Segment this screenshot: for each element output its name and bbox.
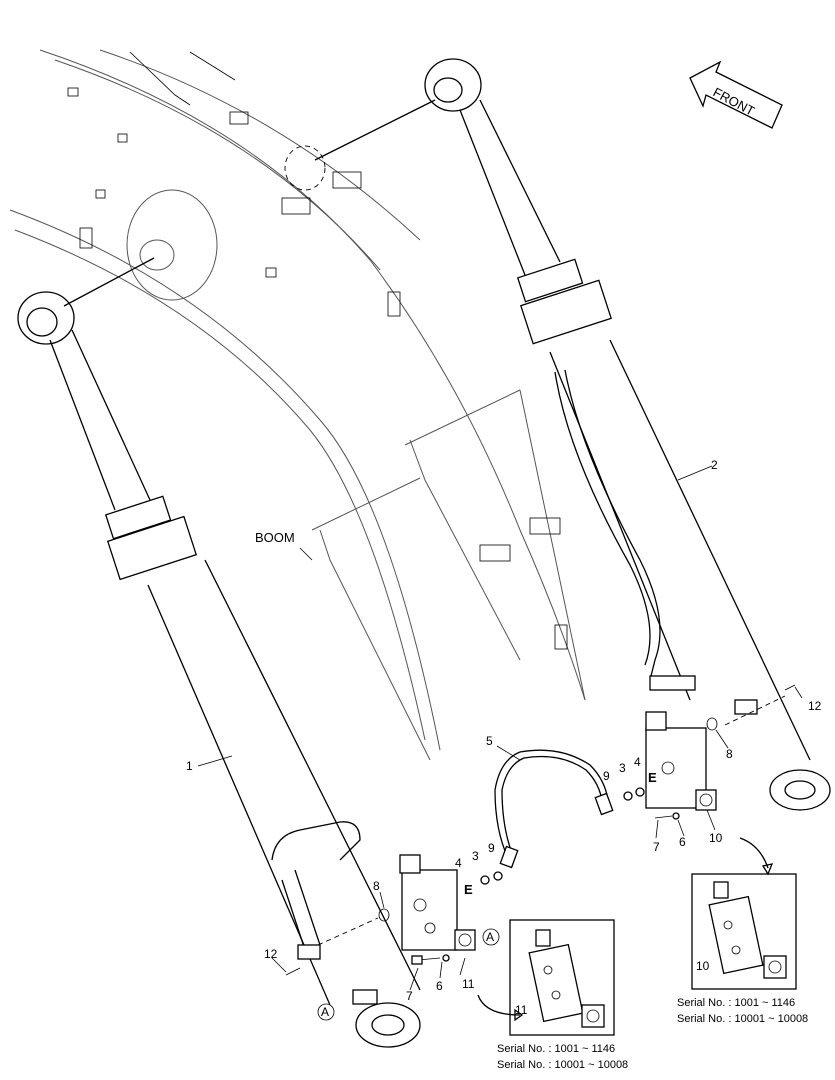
serial-left-line1: Serial No. : 1001 ~ 1146 — [497, 1043, 615, 1055]
detail-box-10 — [691, 837, 797, 990]
callout-11-left: 11 — [462, 977, 475, 991]
callout-4-left: 4 — [455, 856, 462, 870]
callout-8-left: 8 — [373, 879, 380, 893]
boom-structure — [9, 49, 586, 761]
callout-8-right: 8 — [726, 747, 733, 761]
leader-lines — [197, 465, 803, 991]
cylinder-1 — [17, 257, 421, 1048]
valve-block-left — [285, 854, 503, 976]
callout-2: 2 — [711, 458, 718, 472]
callout-11-box: 11 — [515, 1003, 528, 1017]
callout-9-left: 9 — [488, 841, 495, 855]
callout-4-right: 4 — [634, 755, 641, 769]
callout-6-left: 6 — [436, 979, 443, 993]
callout-7-right: 7 — [653, 840, 660, 854]
detail-e-right: E — [648, 770, 657, 785]
callout-7-left: 7 — [406, 989, 413, 1003]
detail-box-11 — [477, 919, 615, 1036]
callout-1: 1 — [186, 759, 193, 773]
callout-3-right: 3 — [619, 761, 626, 775]
detail-a-lower: A — [321, 1005, 329, 1019]
boom-label: BOOM — [255, 530, 295, 545]
callout-6-right: 6 — [679, 835, 686, 849]
hose-5 — [494, 749, 614, 869]
callout-5: 5 — [486, 734, 493, 748]
callout-3-left: 3 — [472, 849, 479, 863]
callout-12-right: 12 — [808, 699, 822, 713]
serial-left-line2: Serial No. : 10001 ~ 10008 — [497, 1059, 628, 1071]
serial-right-line1: Serial No. : 1001 ~ 1146 — [677, 997, 795, 1009]
front-arrow: FRONT — [689, 60, 783, 129]
callout-10-box: 10 — [696, 959, 710, 973]
callout-9-right: 9 — [603, 769, 610, 783]
detail-a-marker-upper — [482, 928, 500, 946]
detail-a-marker-lower — [317, 1003, 335, 1021]
detail-a-upper: A — [486, 930, 494, 944]
serial-right-line2: Serial No. : 10001 ~ 10008 — [677, 1013, 808, 1025]
valve-block-right — [623, 684, 796, 820]
callout-10-right: 10 — [709, 831, 723, 845]
cylinder-2 — [314, 58, 831, 811]
detail-e-left: E — [464, 882, 473, 897]
callout-12-left: 12 — [264, 947, 278, 961]
